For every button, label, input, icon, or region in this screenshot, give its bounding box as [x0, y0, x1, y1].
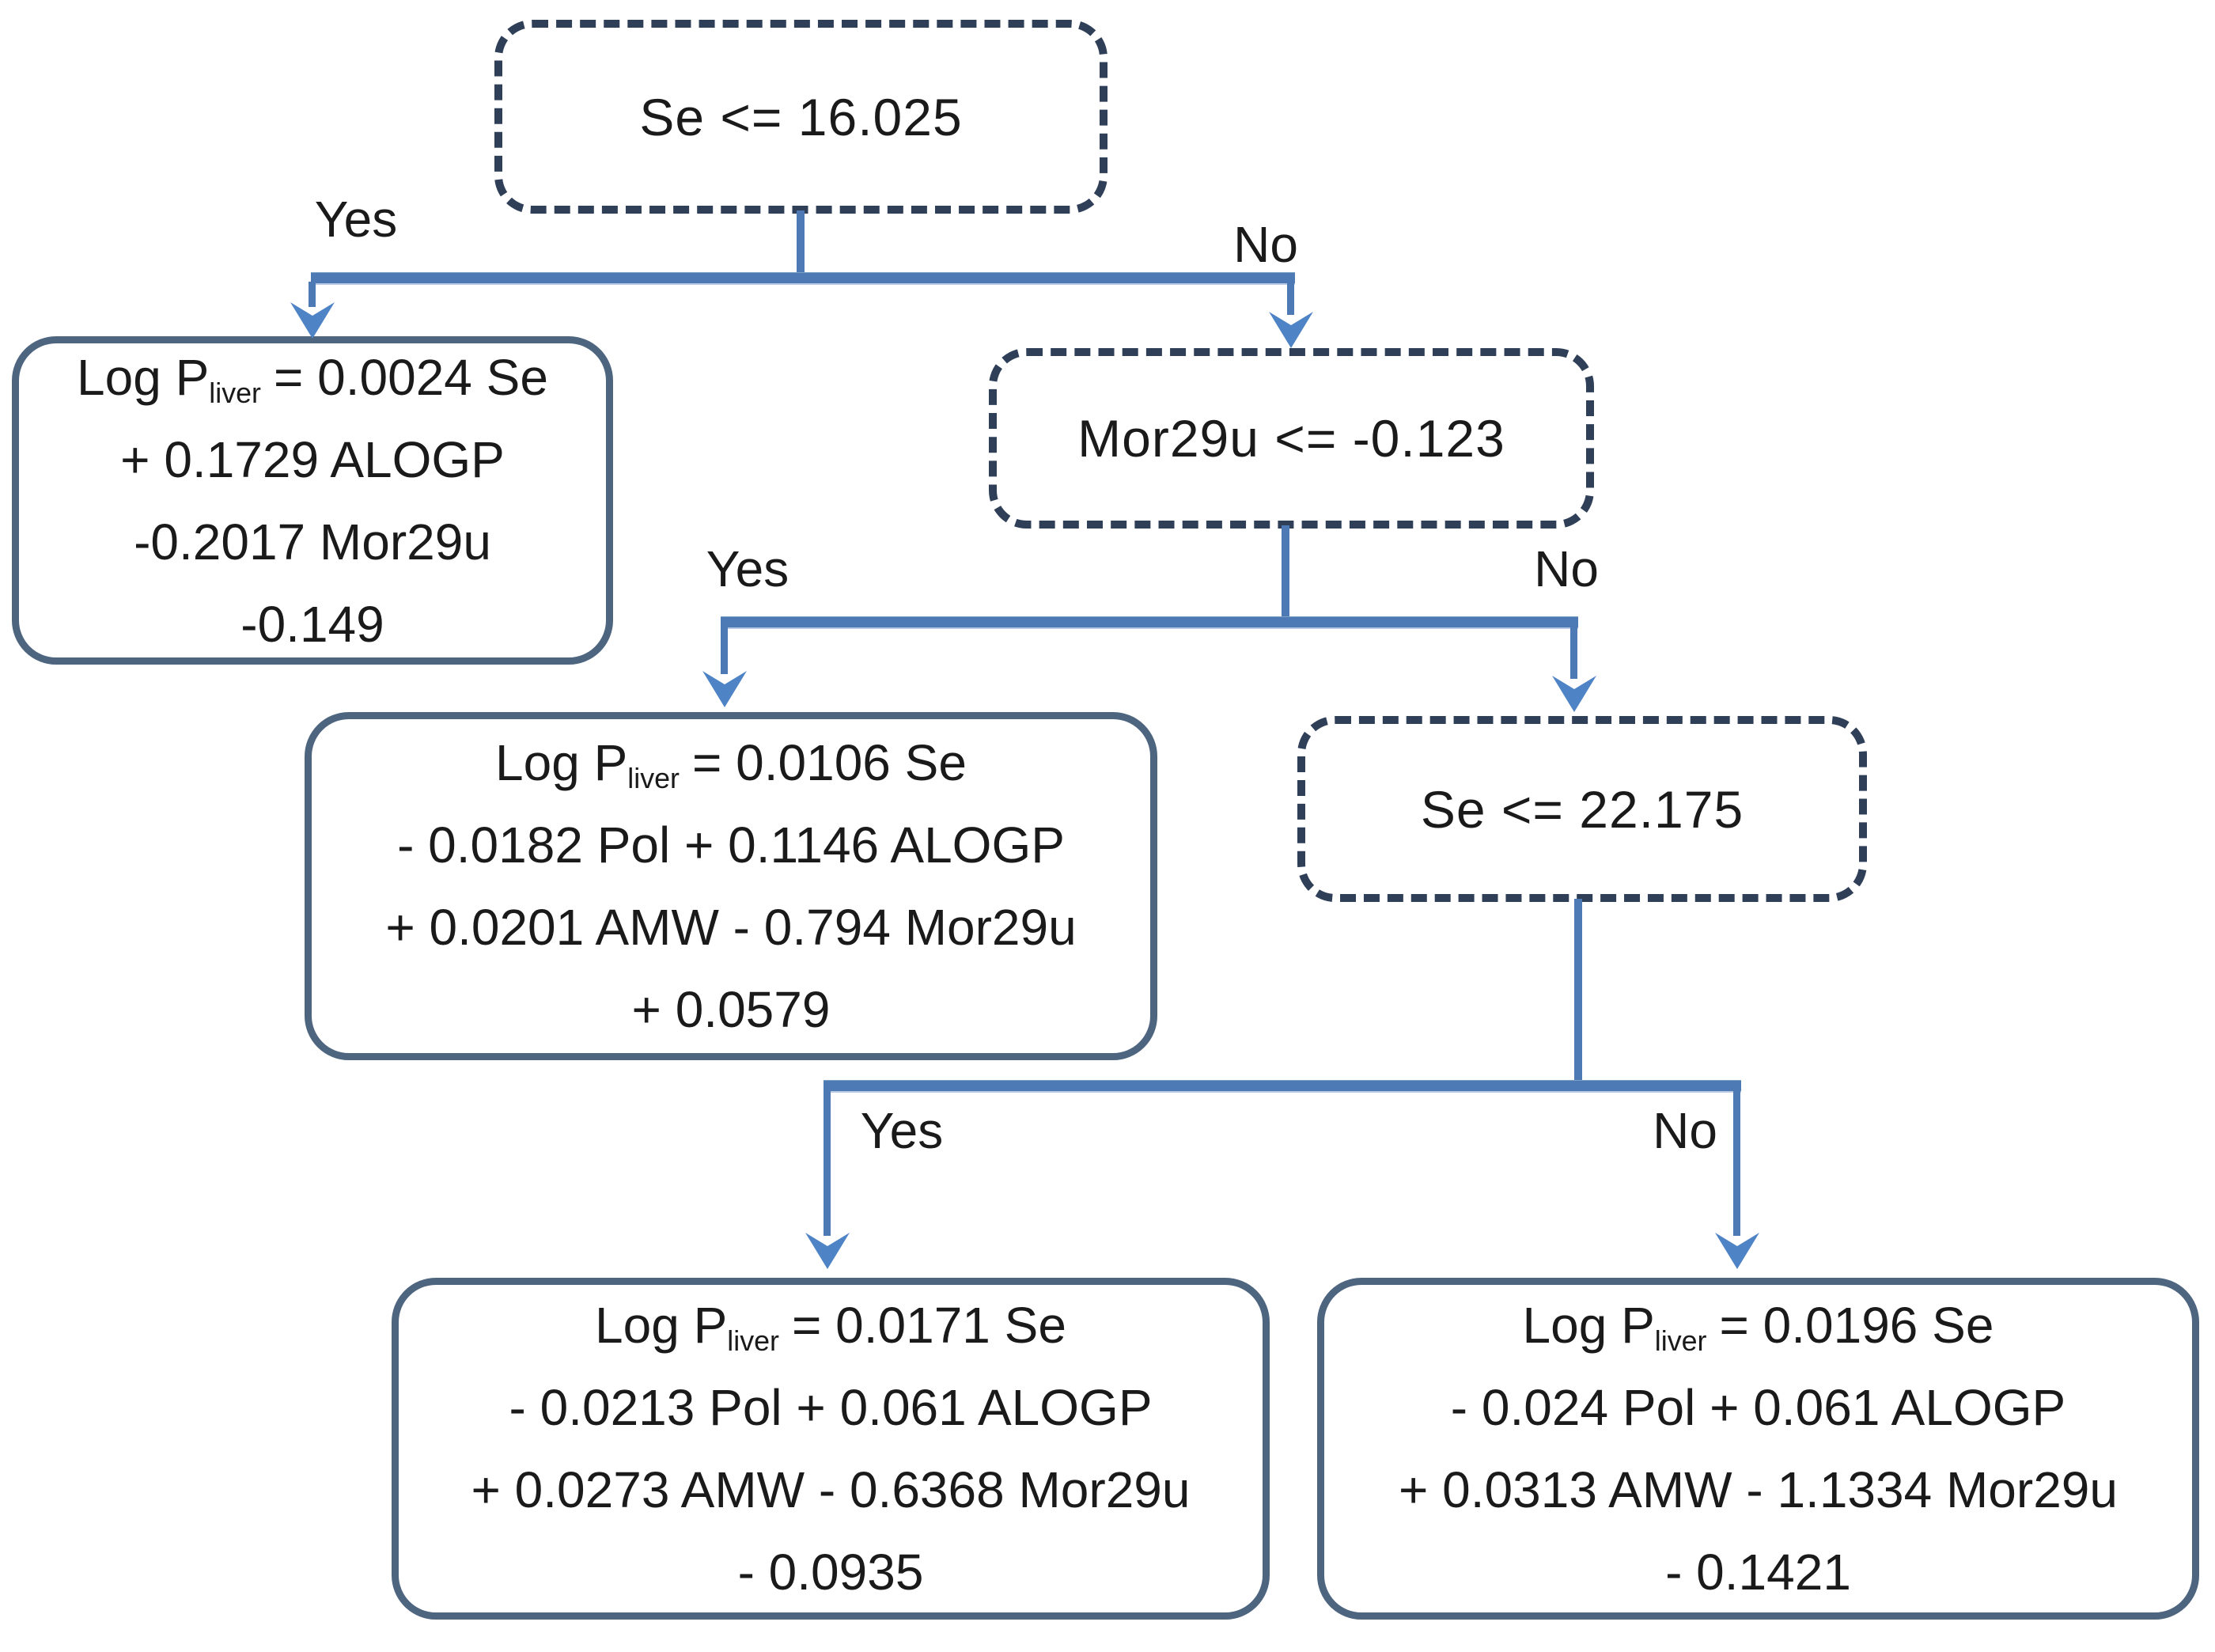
- leaf-equation: Log Pliver = 0.0171 Se - 0.0213 Pol + 0.0…: [399, 1284, 1263, 1613]
- connector-stem-mor29u: [1282, 525, 1289, 622]
- arrow-down-icon: [1552, 676, 1596, 712]
- connector-stem-root: [797, 210, 805, 277]
- equation-line-3: -0.2017 Mor29u: [134, 513, 491, 570]
- logp-label: Log P: [495, 734, 628, 791]
- equation-line-2: - 0.024 Pol + 0.061 ALOGP: [1450, 1379, 2066, 1436]
- equation-line-3: + 0.0201 AMW - 0.794 Mor29u: [385, 899, 1077, 956]
- leaf-equation: Log Pliver = 0.0024 Se + 0.1729 ALOGP -0.…: [19, 336, 606, 665]
- connector-shaft-root-no: [1287, 282, 1294, 315]
- branch-label-no-3: No: [1653, 1102, 1717, 1159]
- decision-condition: Se <= 22.175: [1420, 779, 1744, 839]
- branch-label-yes-3: Yes: [860, 1102, 944, 1159]
- connector-bar-level3: [824, 1081, 1741, 1091]
- arrow-down-icon: [1715, 1233, 1759, 1269]
- logp-subscript: liver: [627, 763, 680, 795]
- logp-label: Log P: [595, 1297, 728, 1354]
- decision-node-root: Se <= 16.025: [494, 20, 1108, 214]
- leaf-node-4: Log Pliver = 0.0196 Se - 0.024 Pol + 0.06…: [1317, 1278, 2199, 1620]
- connector-bar-level2: [721, 617, 1578, 627]
- connector-shaft-mor29u-yes: [721, 625, 728, 674]
- equation-line-2: - 0.0213 Pol + 0.061 ALOGP: [509, 1379, 1153, 1436]
- arrow-down-icon: [702, 671, 747, 707]
- branch-label-no-2: No: [1534, 540, 1599, 597]
- equation-line-1: Log Pliver = 0.0106 Se: [312, 722, 1150, 804]
- decision-condition: Se <= 16.025: [639, 87, 963, 146]
- logp-label: Log P: [1522, 1297, 1655, 1354]
- logp-subscript: liver: [727, 1325, 779, 1358]
- equation-line-1: Log Pliver = 0.0196 Se: [1324, 1284, 2192, 1366]
- leaf-node-3: Log Pliver = 0.0171 Se - 0.0213 Pol + 0.0…: [392, 1278, 1270, 1620]
- equation-line-2: - 0.0182 Pol + 0.1146 ALOGP: [397, 817, 1065, 873]
- logp-label: Log P: [77, 348, 210, 406]
- logp-subscript: liver: [209, 377, 261, 409]
- connector-shaft-root-yes: [309, 282, 316, 307]
- equation-line-2: + 0.1729 ALOGP: [120, 430, 505, 488]
- equation-rhs: = 0.0171 Se: [791, 1297, 1066, 1354]
- connector-stem-se-22: [1574, 899, 1582, 1086]
- equation-rhs: = 0.0106 Se: [691, 734, 967, 791]
- decision-condition: Mor29u <= -0.123: [1077, 409, 1505, 468]
- connector-shaft-se22-yes: [824, 1089, 831, 1236]
- branch-label-no-1: No: [1233, 216, 1298, 273]
- leaf-node-1: Log Pliver = 0.0024 Se + 0.1729 ALOGP -0.…: [12, 336, 613, 665]
- equation-line-4: -0.149: [240, 595, 384, 653]
- leaf-equation: Log Pliver = 0.0106 Se - 0.0182 Pol + 0.1…: [312, 722, 1150, 1051]
- equation-line-4: - 0.1421: [1665, 1544, 1851, 1601]
- connector-shaft-mor29u-no: [1570, 625, 1577, 679]
- leaf-node-2: Log Pliver = 0.0106 Se - 0.0182 Pol + 0.1…: [305, 712, 1157, 1060]
- equation-rhs: = 0.0024 Se: [273, 348, 548, 406]
- equation-line-4: - 0.0935: [737, 1544, 924, 1601]
- equation-line-3: + 0.0273 AMW - 0.6368 Mor29u: [471, 1461, 1191, 1518]
- connector-bar-level1: [311, 273, 1295, 283]
- equation-line-1: Log Pliver = 0.0024 Se: [19, 336, 606, 419]
- arrow-down-icon: [290, 302, 335, 339]
- branch-label-yes-1: Yes: [314, 191, 398, 248]
- equation-line-1: Log Pliver = 0.0171 Se: [399, 1284, 1263, 1366]
- decision-node-mor29u: Mor29u <= -0.123: [989, 348, 1594, 529]
- connector-shaft-se22-no: [1733, 1089, 1740, 1236]
- decision-node-se-22: Se <= 22.175: [1297, 716, 1867, 902]
- equation-line-4: + 0.0579: [631, 981, 831, 1038]
- leaf-equation: Log Pliver = 0.0196 Se - 0.024 Pol + 0.06…: [1324, 1284, 2192, 1613]
- equation-line-3: + 0.0313 AMW - 1.1334 Mor29u: [1399, 1461, 2118, 1518]
- branch-label-yes-2: Yes: [706, 540, 789, 597]
- logp-subscript: liver: [1654, 1325, 1707, 1358]
- arrow-down-icon: [1269, 312, 1313, 348]
- arrow-down-icon: [805, 1233, 850, 1269]
- equation-rhs: = 0.0196 Se: [1719, 1297, 1994, 1354]
